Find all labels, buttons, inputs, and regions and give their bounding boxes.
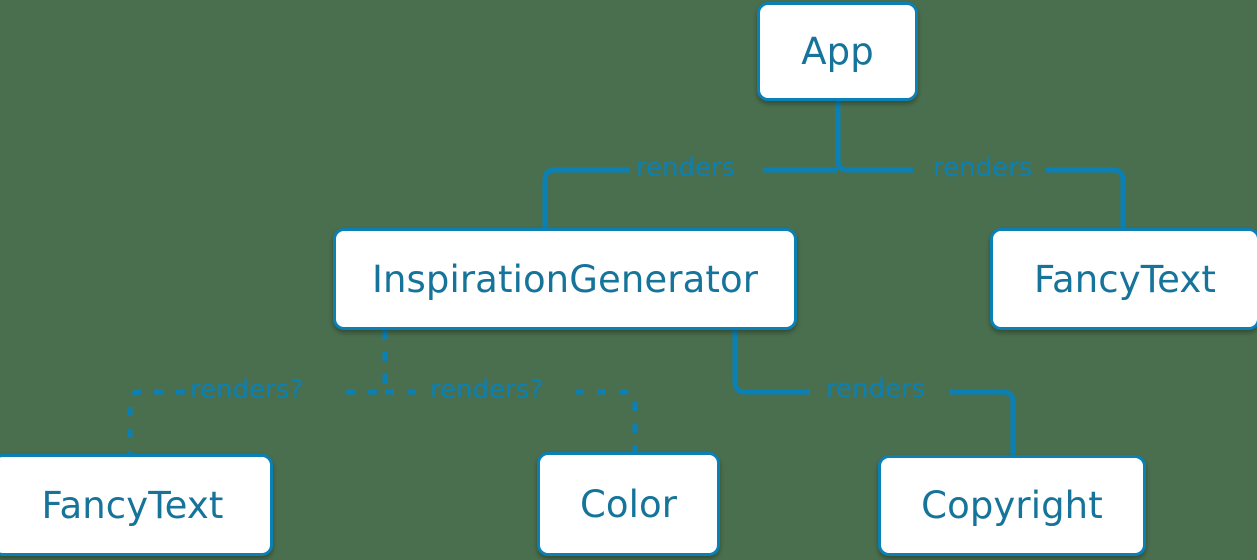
edge-label-app-to-fancytext: renders — [933, 153, 1033, 183]
node-color[interactable]: Color — [537, 452, 720, 556]
edge-label-inspirationgenerator-to-fancytext: renders? — [190, 375, 304, 405]
edge-inspirationgenerator-to-fancytext — [127, 389, 185, 454]
node-copyright-label: Copyright — [921, 484, 1103, 527]
edge-label-inspirationgenerator-to-copyright: renders — [826, 374, 926, 404]
node-color-label: Color — [579, 482, 678, 526]
edge-inspirationgenerator-to-color — [575, 389, 638, 452]
edge-inspirationgenerator-dashed-trunk — [345, 330, 388, 395]
node-fancytext-bottom-label: FancyText — [41, 483, 224, 527]
node-fancytext-right-label: FancyText — [1034, 257, 1216, 301]
node-app-label: App — [801, 30, 874, 73]
node-fancytext-right[interactable]: FancyText — [990, 228, 1257, 330]
node-fancytext-bottom[interactable]: FancyText — [0, 454, 273, 556]
edge-inspirationgenerator-to-copyright-tail — [950, 389, 1016, 455]
edge-label-inspirationgenerator-to-color: renders? — [430, 375, 544, 405]
node-inspirationgenerator-label: InspirationGenerator — [371, 257, 759, 301]
edge-label-app-to-inspirationgenerator: renders — [636, 153, 736, 183]
node-app[interactable]: App — [757, 2, 918, 101]
edge-app-trunk — [835, 101, 913, 173]
node-copyright[interactable]: Copyright — [878, 455, 1146, 556]
edge-inspirationgenerator-to-copyright — [732, 330, 810, 395]
node-inspirationgenerator[interactable]: InspirationGenerator — [333, 228, 797, 330]
edge-app-to-fancytext — [1046, 167, 1126, 228]
edge-app-to-inspirationgenerator — [542, 167, 630, 228]
